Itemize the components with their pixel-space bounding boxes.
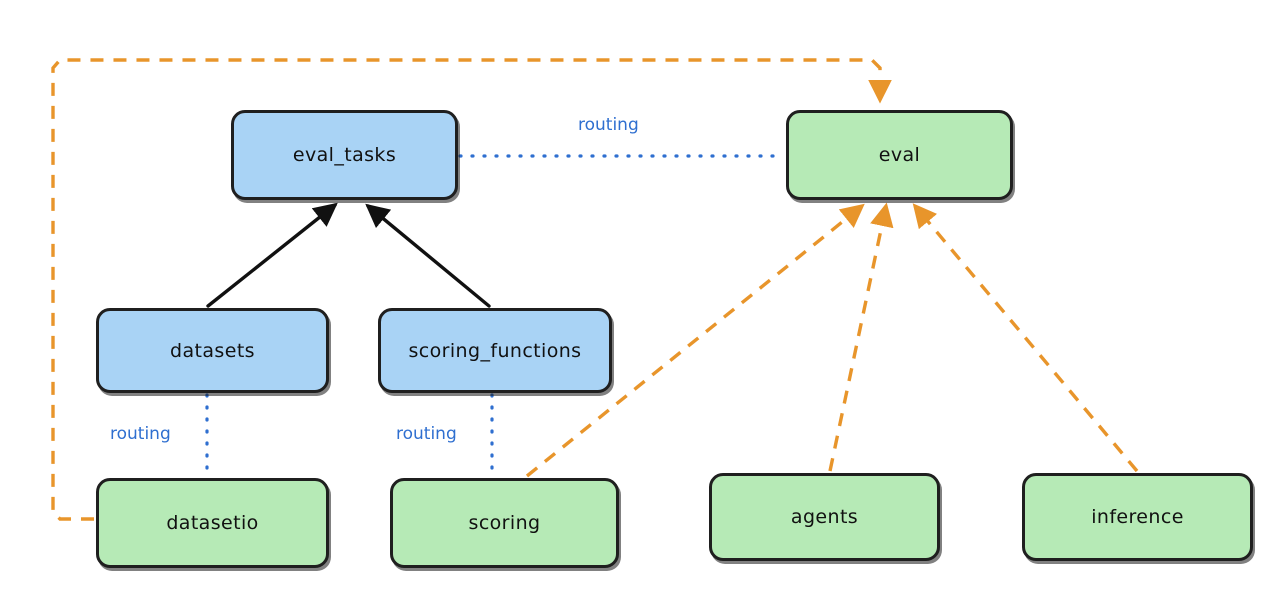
- node-label-inference: inference: [1091, 506, 1184, 528]
- node-label-eval: eval: [878, 144, 921, 166]
- edge-label-routing-eval-tasks-eval: routing: [578, 115, 639, 135]
- edge-label-routing-scoring-functions-scoring: routing: [396, 424, 457, 444]
- node-datasetio[interactable]: datasetio: [96, 478, 329, 568]
- node-label-agents: agents: [790, 506, 859, 528]
- edge-inference-to-eval: [912, 203, 1139, 473]
- edge-datasets-to-eval-tasks: [206, 202, 338, 308]
- node-scoring-functions[interactable]: scoring_functions: [378, 308, 612, 393]
- node-scoring[interactable]: scoring: [390, 478, 619, 568]
- node-label-scoring-functions: scoring_functions: [408, 339, 582, 362]
- node-eval-tasks[interactable]: eval_tasks: [231, 110, 458, 200]
- edge-agents-to-eval: [828, 202, 894, 472]
- node-label-datasets: datasets: [170, 339, 255, 362]
- edge-datasetio-to-eval: [51, 58, 892, 521]
- edge-scoring-functions-to-eval-tasks: [365, 203, 491, 308]
- node-label-datasetio: datasetio: [166, 512, 259, 534]
- node-datasets[interactable]: datasets: [96, 308, 329, 393]
- node-label-scoring: scoring: [468, 512, 541, 534]
- node-agents[interactable]: agents: [709, 473, 940, 561]
- edge-label-routing-datasets-datasetio: routing: [110, 424, 171, 444]
- node-eval[interactable]: eval: [786, 110, 1013, 200]
- node-inference[interactable]: inference: [1022, 473, 1253, 561]
- node-label-eval-tasks: eval_tasks: [292, 144, 397, 166]
